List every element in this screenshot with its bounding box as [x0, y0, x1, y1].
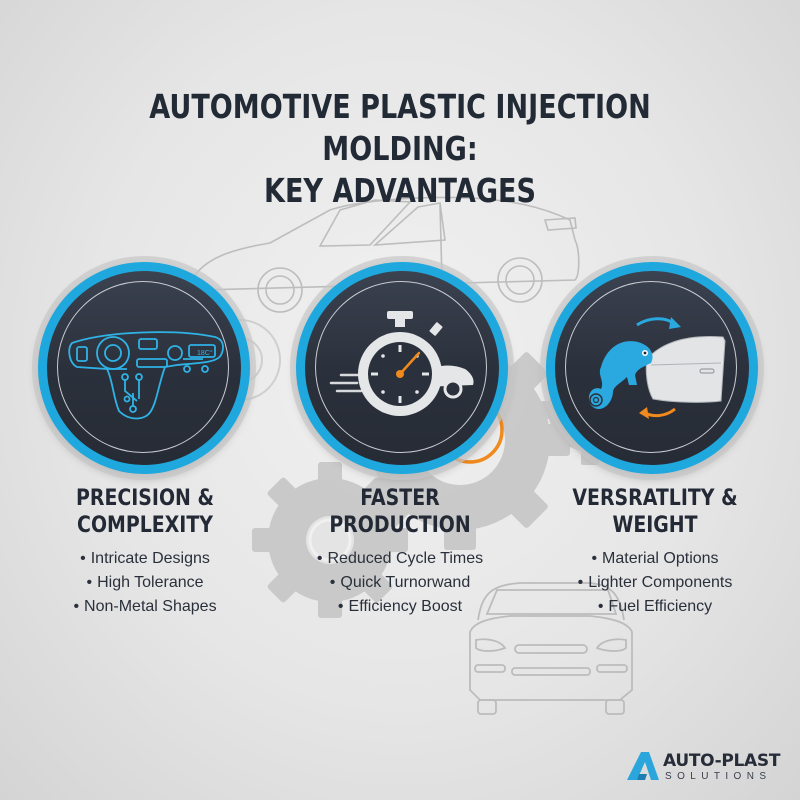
stopwatch-car-icon: [329, 311, 474, 416]
advantage-heading: VERSRATLITY & WEIGHT: [572, 486, 738, 538]
title-line-1: AUTOMOTIVE PLASTIC INJECTION MOLDING:: [149, 87, 651, 168]
bullet-item: Efficiency Boost: [280, 595, 520, 619]
versatility-medallion: [546, 262, 758, 474]
bullet-item: Reduced Cycle Times: [280, 547, 520, 571]
advantage-precision: PRECISION & COMPLEXITY Intricate Designs…: [25, 485, 265, 619]
company-logo: AUTO-PLAST SOLUTIONS: [625, 748, 795, 788]
bullet-item: Intricate Designs: [25, 547, 265, 571]
title-line-2: KEY ADVANTAGES: [263, 171, 537, 210]
logo-name: AUTO-PLAST: [663, 751, 781, 771]
advantage-heading: FASTER PRODUCTION: [329, 486, 471, 538]
dashboard-circuit-icon: 18C°: [68, 331, 224, 420]
advantage-bullets: Reduced Cycle Times Quick Turnorwand Eff…: [280, 547, 520, 619]
bullet-item: Quick Turnorwand: [280, 571, 520, 595]
precision-medallion: 18C°: [38, 262, 250, 474]
logo-a-mark-icon: [627, 752, 659, 780]
medallion-ring: [57, 281, 229, 453]
bullet-item: Lighter Components: [535, 571, 775, 595]
advantage-heading: PRECISION & COMPLEXITY: [76, 486, 214, 538]
production-medallion: [296, 262, 508, 474]
page-title: AUTOMOTIVE PLASTIC INJECTION MOLDING: KE…: [72, 86, 728, 212]
advantage-versatility: VERSRATLITY & WEIGHT Material Options Li…: [535, 485, 775, 619]
svg-text:18C°: 18C°: [197, 349, 213, 357]
bullet-item: Fuel Efficiency: [535, 595, 775, 619]
logo-subtitle: SOLUTIONS: [665, 771, 772, 782]
advantage-bullets: Intricate Designs High Tolerance Non-Met…: [25, 547, 265, 619]
medallion-ring: [565, 281, 737, 453]
bullet-item: Non-Metal Shapes: [25, 595, 265, 619]
bullet-item: High Tolerance: [25, 571, 265, 595]
advantage-bullets: Material Options Lighter Components Fuel…: [535, 547, 775, 619]
bullet-item: Material Options: [535, 547, 775, 571]
chameleon-door-icon: [588, 317, 726, 419]
advantage-production: FASTER PRODUCTION Reduced Cycle Times Qu…: [280, 485, 520, 619]
medallion-ring: [315, 281, 487, 453]
